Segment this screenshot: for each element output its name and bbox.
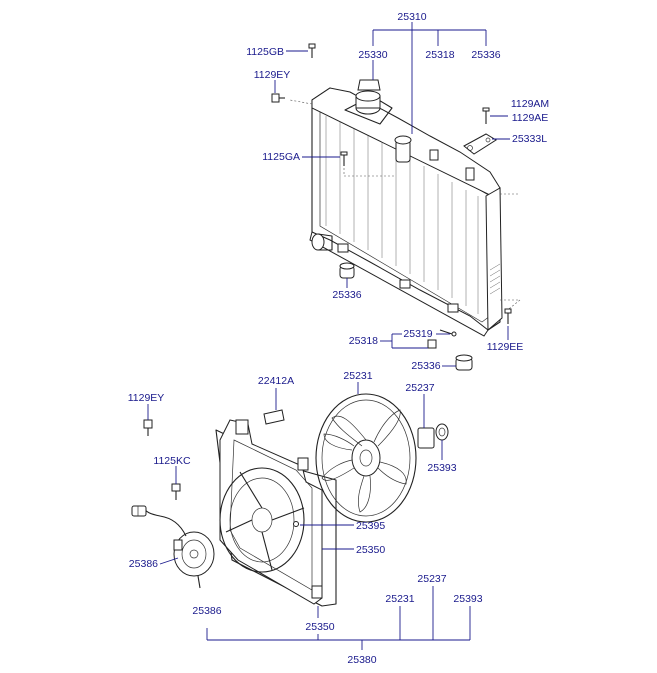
- label-1129am: 1129AM: [511, 98, 549, 110]
- label-25318-mid: 25318: [349, 335, 378, 347]
- label-25318-top: 25318: [425, 49, 454, 61]
- label-25393-bot: 25393: [453, 593, 482, 605]
- label-25350-right: 25350: [356, 544, 385, 556]
- cooling-fan: [315, 393, 417, 523]
- label-25336-top: 25336: [471, 49, 500, 61]
- label-1129ey-low: 1129EY: [128, 392, 165, 404]
- label-25336-mid: 25336: [332, 289, 361, 301]
- label-1129ee: 1129EE: [487, 341, 524, 353]
- label-1129ae: 1129AE: [512, 112, 549, 124]
- fan-hardware: [143, 419, 449, 527]
- fan-shroud-assembly: [215, 409, 337, 607]
- label-25231-bot: 25231: [385, 593, 414, 605]
- label-25330: 25330: [358, 49, 387, 61]
- label-25350-bot: 25350: [305, 621, 334, 633]
- leader-lines: [147, 22, 510, 650]
- label-25386-bot: 25386: [192, 605, 221, 617]
- label-25237-top: 25237: [405, 382, 434, 394]
- label-25310: 25310: [397, 11, 426, 23]
- label-25395: 25395: [356, 520, 385, 532]
- label-25319: 25319: [403, 328, 432, 340]
- label-25333l: 25333L: [512, 133, 547, 145]
- label-25336-low: 25336: [411, 360, 440, 372]
- label-22412a: 22412A: [258, 375, 294, 387]
- label-sticker: [263, 409, 285, 425]
- label-1125ga: 1125GA: [262, 151, 300, 163]
- label-1129ey-top: 1129EY: [254, 69, 291, 81]
- label-25380: 25380: [347, 654, 376, 666]
- label-1125gb: 1125GB: [246, 46, 284, 58]
- fan-motor: [131, 505, 215, 589]
- radiator-hardware: [271, 43, 512, 371]
- part-labels: 25310 1125GB 25330 25318 25336 1129EY 11…: [128, 11, 549, 666]
- label-25386-left: 25386: [129, 558, 158, 570]
- label-25237-bot: 25237: [417, 573, 446, 585]
- label-1125kc: 1125KC: [153, 455, 191, 467]
- label-25393-top: 25393: [427, 462, 456, 474]
- label-25231-top: 25231: [343, 370, 372, 382]
- radiator-assembly: [289, 79, 521, 337]
- motor-connector: [131, 505, 147, 517]
